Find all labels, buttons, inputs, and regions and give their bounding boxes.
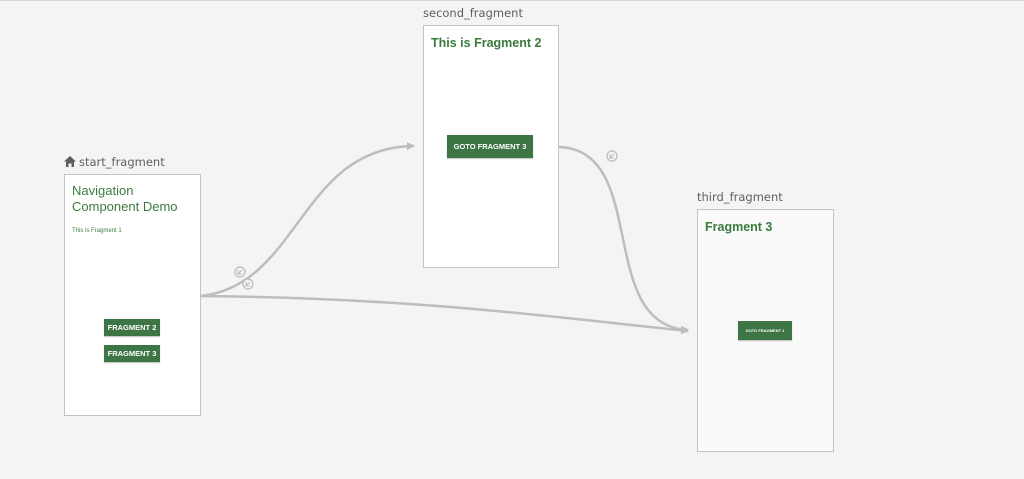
action-second-to-third[interactable] [558, 145, 689, 334]
start-fragment-label[interactable]: start_fragment [64, 155, 165, 169]
second-fragment-label[interactable]: second_fragment [423, 6, 523, 20]
second-fragment-title: This is Fragment 2 [431, 36, 542, 50]
fragment-2-button[interactable]: FRAGMENT 2 [104, 319, 160, 336]
third-fragment-title: Fragment 3 [705, 220, 773, 234]
start-fragment-label-text: start_fragment [79, 155, 165, 169]
home-icon [64, 156, 76, 167]
fragment-3-button[interactable]: FRAGMENT 3 [104, 345, 160, 362]
start-fragment-subtitle: This is Fragment 1 [72, 228, 122, 234]
action-start-to-second[interactable] [200, 142, 415, 298]
second-fragment-frame[interactable]: This is Fragment 2 GOTO FRAGMENT 3 [423, 25, 559, 268]
action-icon[interactable] [234, 266, 246, 278]
goto-fragment-1-button[interactable]: GOTO FRAGMENT 1 [738, 321, 792, 340]
start-fragment-title: Navigation Component Demo [72, 183, 178, 214]
goto-fragment-3-button[interactable]: GOTO FRAGMENT 3 [447, 135, 533, 158]
action-icon[interactable] [606, 150, 618, 162]
third-fragment-frame[interactable]: Fragment 3 GOTO FRAGMENT 1 [697, 209, 834, 452]
third-fragment-label[interactable]: third_fragment [697, 190, 783, 204]
action-icon[interactable] [242, 278, 254, 290]
top-divider [0, 0, 1024, 1]
start-fragment-frame[interactable]: Navigation Component Demo This is Fragme… [64, 174, 201, 416]
action-start-to-third[interactable] [200, 294, 689, 335]
